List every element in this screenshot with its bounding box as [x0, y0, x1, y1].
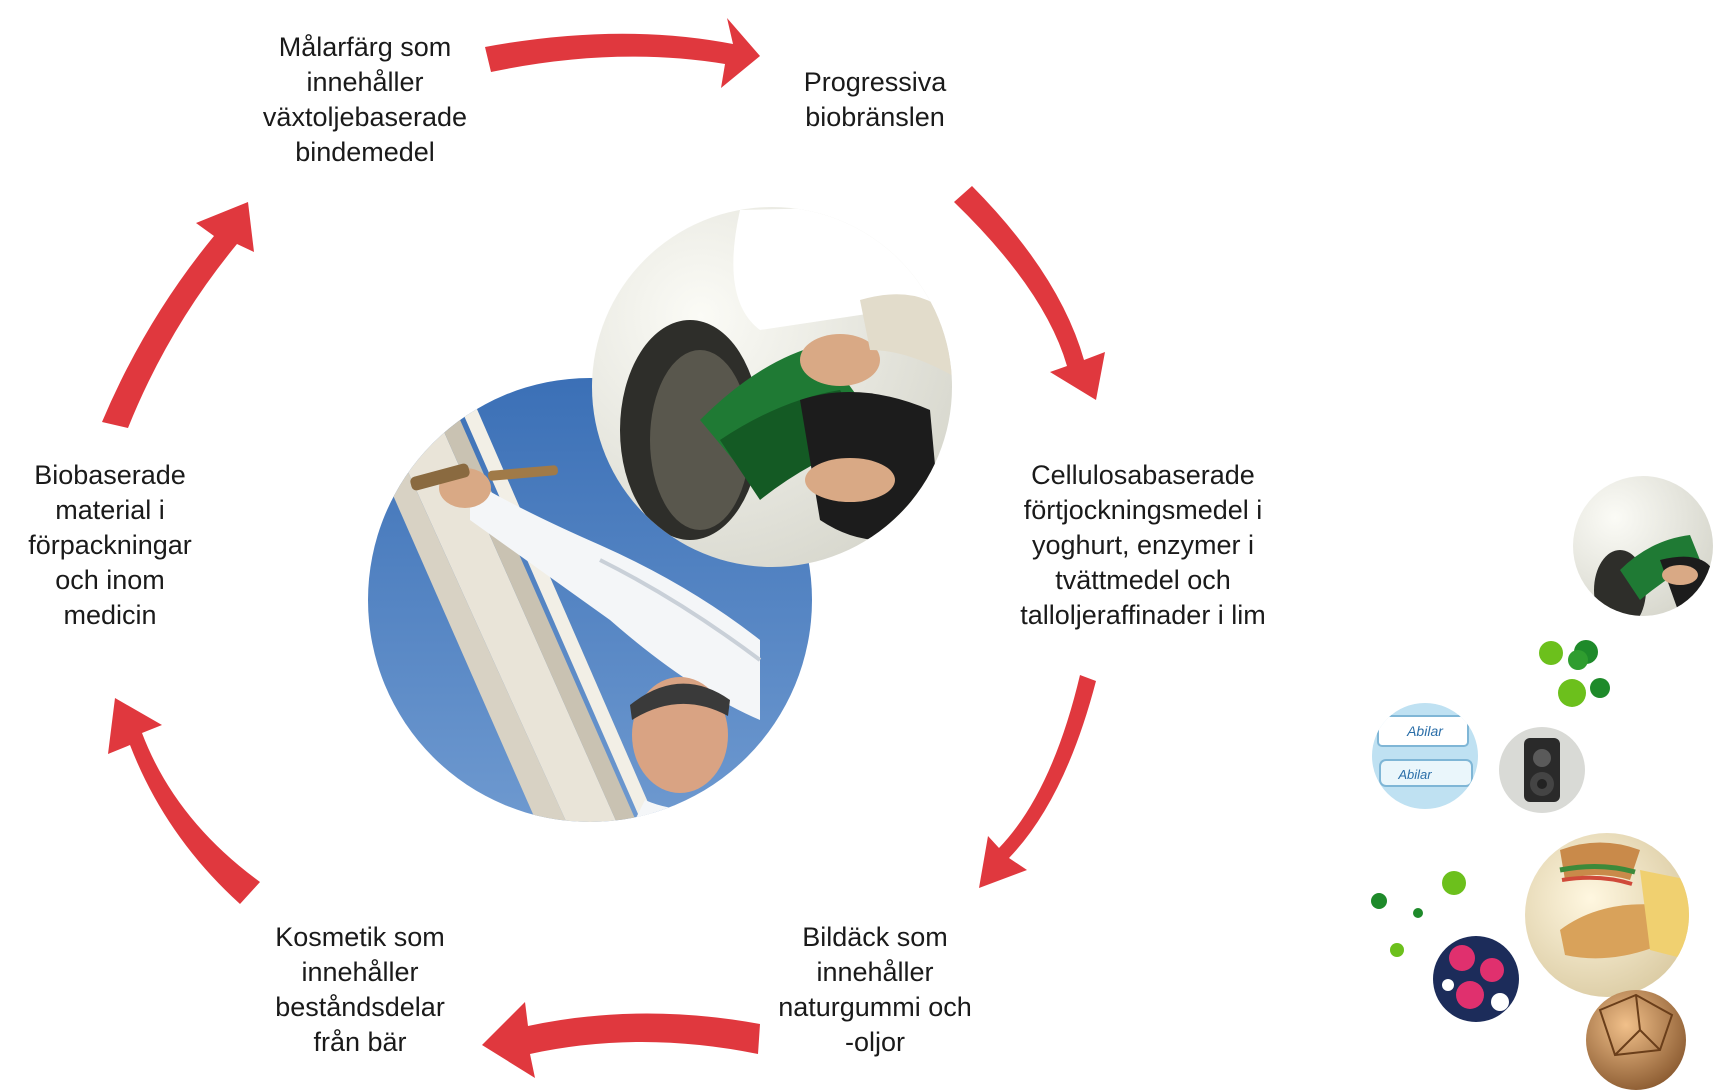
node-label-biofuel: Progressiva biobränslen	[803, 67, 947, 132]
arrow-tires-to-cosmetics	[482, 1002, 760, 1078]
speaker-thumb	[1499, 727, 1585, 813]
node-label-cellulose: Cellulosabaserade förtjockningsmedel i y…	[1020, 460, 1266, 630]
green-dots	[1371, 640, 1610, 957]
arrow-cellulose-to-tires	[979, 675, 1096, 888]
abilar-logo-text: Abilar	[1406, 723, 1444, 739]
arrow-paint-to-biofuel	[485, 18, 760, 88]
abilar-thumb: Abilar Abilar	[1372, 703, 1478, 809]
node-label-cosmetics: Kosmetik som innehåller beståndsdelar fr…	[275, 922, 445, 1057]
node-label-tires: Bildäck som innehåller naturgummi och -o…	[778, 922, 972, 1057]
painter-image	[368, 378, 812, 822]
fuel-thumb	[1573, 476, 1713, 616]
node-label-paint: Målarfärg som innehåller växtoljebaserad…	[262, 32, 468, 167]
fuel-nozzle-image	[592, 207, 952, 567]
arrow-packaging-to-paint	[102, 202, 254, 428]
bread-thumb	[1525, 833, 1689, 997]
node-label-packaging: Biobaserade material i förpackningar och…	[28, 460, 192, 630]
arrow-cosmetics-to-packaging	[108, 698, 260, 904]
abilar-logo-text-2: Abilar	[1397, 767, 1432, 782]
leather-thumb	[1586, 990, 1686, 1090]
floral-fabric-image	[1433, 936, 1519, 1022]
arrow-biofuel-to-cellulose	[954, 186, 1105, 400]
